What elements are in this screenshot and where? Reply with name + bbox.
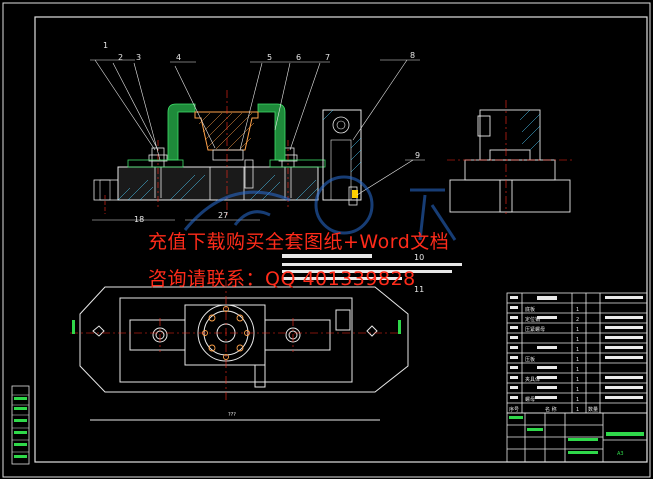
tb-row-qty-3: 1 [576, 337, 579, 343]
tb-row-qty-7: 1 [576, 377, 579, 383]
side-view [447, 100, 575, 214]
tb-row-qty-1: 2 [576, 317, 579, 323]
tb-scale: A3 [617, 451, 624, 457]
top-view [79, 286, 409, 421]
tb-row-name-0: 底板 [525, 306, 535, 313]
inner-frame [34, 16, 648, 463]
balloon-2: 2 [118, 53, 123, 62]
title-block-green-fields [509, 416, 644, 454]
tb-row-qty-0: 1 [576, 307, 579, 313]
balloon-6: 6 [296, 53, 301, 62]
tb-col-name: 名 称 [545, 406, 557, 413]
dim-label-18: 18 [134, 215, 144, 224]
watermark-line-2: 咨询请联系：QQ 401339828 [148, 268, 416, 290]
tech-note [282, 254, 462, 280]
title-block-bars [510, 296, 643, 399]
balloon-4: 4 [176, 53, 181, 62]
tb-col-seq: 序号 [509, 406, 519, 413]
tb-row-qty-2: 1 [576, 327, 579, 333]
tb-row-name-2: 压紧螺母 [525, 326, 545, 333]
title-block [506, 292, 648, 463]
tb-row-name-5: 压板 [525, 356, 535, 363]
left-strip-marks [12, 394, 29, 458]
section-arrows [72, 320, 401, 334]
tb-row-qty-9: 1 [576, 397, 579, 403]
front-view [93, 90, 362, 215]
balloon-1: 1 [103, 41, 108, 50]
balloon-9: 9 [415, 151, 420, 160]
left-strip [11, 385, 30, 465]
watermark-line-1: 充值下载购买全套图纸+Word文档 [148, 231, 450, 253]
dim-label-overall: ??? [228, 412, 236, 418]
tb-row-name-1: 定位销 [525, 316, 540, 323]
balloon-3: 3 [136, 53, 141, 62]
balloon-8: 8 [410, 51, 415, 60]
tb-col-qty: 数量 [588, 406, 598, 413]
tb-row-qty-11: 1 [576, 407, 579, 413]
balloon-labels: 1 2 3 4 5 6 7 8 9 10 11 18 27 [103, 41, 424, 294]
title-block-text: 底板 1 定位销 2 压紧螺母 1 1 1 压板 1 1 夹具体 1 1 1 螺… [509, 306, 624, 457]
tb-row-qty-6: 1 [576, 367, 579, 373]
balloon-5: 5 [267, 53, 272, 62]
balloon-11: 11 [414, 285, 424, 294]
balloon-10: 10 [414, 253, 424, 262]
tb-row-name-10: 螺母 [525, 396, 535, 403]
top-view-orange-bolts [202, 306, 250, 360]
tb-row-qty-5: 1 [576, 357, 579, 363]
top-view-centerlines [70, 280, 400, 400]
balloon-7: 7 [325, 53, 330, 62]
dim-label-27: 27 [218, 211, 228, 220]
watermark-logo [183, 175, 457, 241]
leader-lines [90, 59, 425, 221]
tb-row-qty-8: 1 [576, 387, 579, 393]
tb-row-qty-4: 1 [576, 347, 579, 353]
tb-row-name-7: 夹具体 [525, 376, 540, 383]
